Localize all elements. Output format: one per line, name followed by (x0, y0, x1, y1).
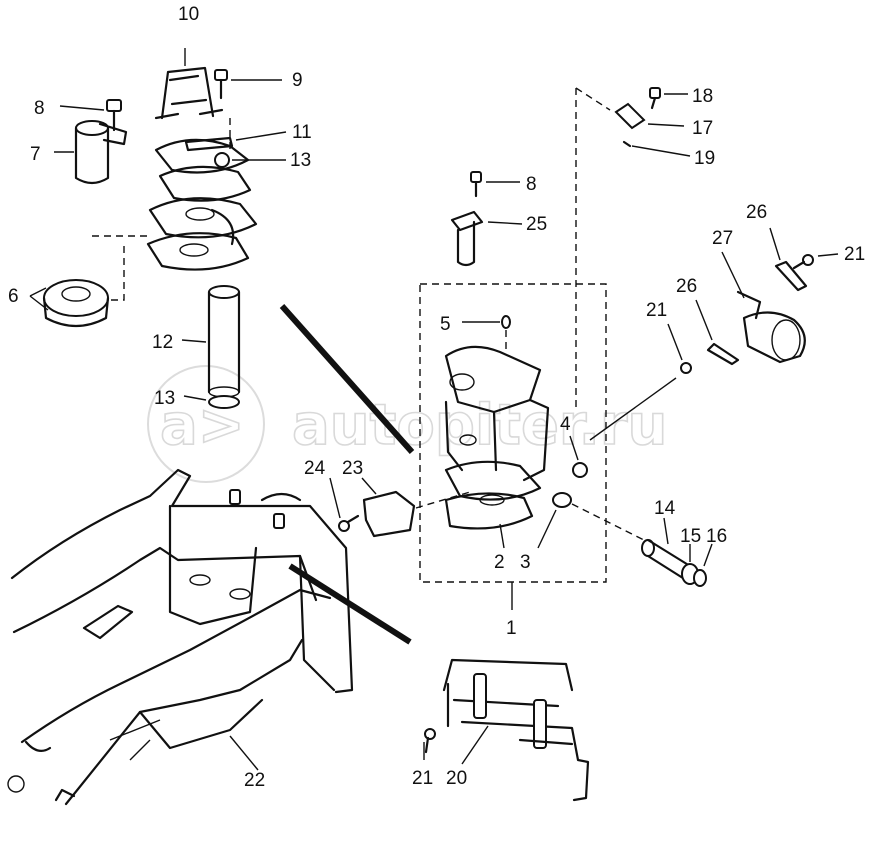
callout-10: 10 (178, 4, 199, 25)
part-10-bracket (154, 48, 224, 120)
callout-23: 23 (342, 458, 363, 479)
callout-20: 20 (446, 768, 467, 789)
callout-21-lower: 21 (412, 768, 433, 789)
part-17-pin (614, 102, 685, 130)
callout-7: 7 (30, 144, 41, 165)
callout-26-upper: 26 (746, 202, 767, 223)
callout-3: 3 (520, 552, 531, 573)
callout-15: 15 (680, 526, 701, 547)
callout-24: 24 (304, 458, 326, 479)
callout-2: 2 (494, 552, 505, 573)
part-18-bolt (649, 87, 688, 110)
leader-thick (279, 304, 415, 645)
part-19-clip (622, 140, 691, 157)
callout-19: 19 (694, 148, 715, 169)
part-13-ring-lower (183, 395, 240, 409)
callout-8-middle: 8 (526, 174, 537, 195)
part-20-guard (442, 658, 590, 802)
part-21-screw-lower (423, 728, 436, 760)
callout-12: 12 (152, 332, 173, 353)
callout-6: 6 (8, 286, 19, 307)
part-23-cover-plate (361, 477, 471, 538)
part-2-swing-bracket (444, 345, 550, 549)
callout-26-lower: 26 (676, 276, 697, 297)
callout-21-middle: 21 (646, 300, 667, 321)
part-16-nut (693, 543, 713, 587)
callout-5: 5 (440, 314, 451, 335)
part-6-bushing (29, 279, 110, 328)
part-12-long-pin (181, 285, 241, 398)
part-3-bushing (537, 492, 645, 549)
part-5-grease-nipple (462, 315, 511, 352)
callout-labels: 10 9 8 7 11 13 6 12 13 8 25 18 17 19 26 … (8, 4, 865, 791)
part-25-pin (450, 210, 523, 267)
callout-22: 22 (244, 770, 265, 791)
part-21-screw-upper (792, 253, 839, 270)
callout-1: 1 (506, 618, 517, 639)
callout-14: 14 (654, 498, 676, 519)
callout-9: 9 (292, 70, 303, 91)
part-4-nut (569, 435, 588, 478)
callout-13-upper: 13 (290, 150, 311, 171)
part-9-bolt (214, 69, 282, 100)
callout-27: 27 (712, 228, 733, 249)
part-26-plate-upper (769, 227, 808, 292)
part-7-pin (54, 120, 128, 185)
watermark: a> autopiter.ru (147, 365, 668, 483)
part-13-nut-upper (214, 152, 286, 168)
callout-4: 4 (560, 414, 571, 435)
callout-18: 18 (692, 86, 713, 107)
part-24-screw (329, 477, 360, 532)
callout-25: 25 (526, 214, 547, 235)
callout-17: 17 (692, 118, 713, 139)
leader-dashed-top (575, 87, 611, 408)
callout-11: 11 (292, 122, 312, 143)
part-8-bolt-middle (470, 171, 520, 198)
part-14-pin (641, 517, 692, 582)
part-21-screw-middle (667, 323, 692, 374)
assembly-1-box (419, 283, 607, 610)
callout-8-left: 8 (34, 98, 45, 119)
part-22-main-frame (7, 468, 354, 806)
callout-21-upper: 21 (844, 244, 865, 265)
plate-stack-upper (92, 118, 258, 301)
part-8-bolt-left (59, 99, 122, 132)
part-11-plate (184, 131, 287, 152)
callout-13-lower: 13 (154, 388, 175, 409)
callout-16: 16 (706, 526, 727, 547)
part-26-plate-lower (695, 299, 740, 366)
part-27-cover (589, 251, 806, 441)
